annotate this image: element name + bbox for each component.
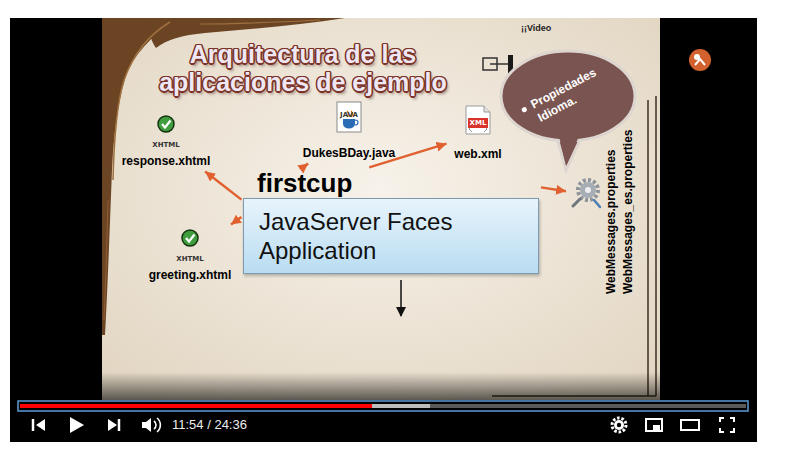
text-line: XHTML <box>122 133 211 151</box>
player-controls <box>614 420 624 430</box>
player-controls <box>20 404 372 408</box>
file-name: WebMessages_es.properties <box>621 129 636 294</box>
time-display: 11:54 / 24:36 <box>172 417 247 433</box>
player-controls <box>617 423 621 427</box>
xml-file-node: XML web.xml <box>450 106 505 162</box>
player-controls <box>70 417 84 433</box>
scaffold-sketch <box>647 100 649 396</box>
java-icon <box>337 102 361 132</box>
player-controls <box>10 372 757 400</box>
player-controls <box>18 401 748 411</box>
connector-arrow <box>541 187 566 191</box>
text-line: DukesBDay.java <box>303 143 396 161</box>
channel-logo <box>695 59 705 65</box>
properties-node: WebMessages.propertiesWebMessages_es.pro… <box>570 125 642 298</box>
channel-watermark: ¡¡Video <box>521 23 551 34</box>
file-name: WebMessages.properties <box>604 150 619 295</box>
box-text: JavaServer Faces Application <box>259 207 509 265</box>
text-line: JAVA <box>303 103 396 121</box>
scaffold-sketch <box>490 63 508 65</box>
box-heading: firstcup <box>243 168 539 198</box>
gear-icon <box>573 180 600 207</box>
file-type-tag: XHTML <box>176 255 203 263</box>
player-controls <box>154 418 160 432</box>
player-controls <box>36 419 45 431</box>
slide-title: Arquitectura de las aplicaciones de ejem… <box>123 40 483 96</box>
text-line: XHTML <box>149 247 232 265</box>
xhtml-icon <box>158 116 174 132</box>
file-type-tag: XHTML <box>152 141 179 149</box>
file-type-tag: JAVA <box>340 111 358 119</box>
gear-icon <box>578 180 598 200</box>
text-line: XML <box>454 111 501 129</box>
process-box: JavaServer Faces Application <box>243 198 539 274</box>
player-controls <box>646 419 662 431</box>
file-name: greeting.xhtml <box>149 268 232 282</box>
tree-illustration <box>104 200 108 320</box>
channel-logo <box>689 49 711 71</box>
flow-arrow <box>400 280 402 316</box>
player-controls <box>681 420 699 430</box>
file-name: response.xhtml <box>122 154 211 168</box>
connector-arrow <box>205 171 241 199</box>
player-controls <box>108 419 117 431</box>
tree-illustration <box>102 18 178 335</box>
java-file-node: JAVA DukesBDay.java <box>299 103 400 161</box>
file-type-tag: XML <box>468 118 489 128</box>
java-icon <box>343 119 355 129</box>
connector-arrow <box>304 163 308 166</box>
gear-icon <box>573 199 580 206</box>
connector-arrow <box>231 217 241 225</box>
gear-icon <box>594 200 600 207</box>
scaffold-sketch <box>655 96 657 396</box>
xhtml-icon <box>186 235 195 242</box>
bubble-tail <box>558 132 580 166</box>
slide-background <box>102 18 660 400</box>
file-name: web.xml <box>454 147 501 161</box>
player-controls <box>118 419 121 431</box>
xhtml-icon <box>158 116 174 132</box>
xhtml-file-node: XHTML greeting.xhtml <box>145 227 236 283</box>
callout-bubble: Propiedades Idioma. <box>498 48 638 144</box>
bullet-dot <box>521 106 528 113</box>
xml-icon <box>466 106 490 134</box>
xhtml-icon <box>182 230 198 246</box>
tree-illustration <box>200 20 320 24</box>
bubble-ellipse <box>501 51 635 141</box>
channel-logo <box>689 49 711 71</box>
player-controls <box>720 418 734 432</box>
java-icon <box>355 120 358 125</box>
xml-icon <box>484 106 490 112</box>
player-controls <box>20 404 430 408</box>
java-icon <box>337 102 361 132</box>
gear-icon <box>585 187 591 193</box>
player-controls <box>653 425 660 430</box>
application-box: firstcupJavaServer Faces Application <box>243 168 539 274</box>
text-line: web.xml <box>454 144 501 162</box>
xhtml-file-node: XHTML response.xhtml <box>118 113 215 169</box>
player-controls <box>10 372 757 433</box>
player-controls <box>612 418 626 432</box>
text-line: greeting.xhtml <box>149 265 232 283</box>
player-controls <box>142 418 151 432</box>
player-background <box>10 18 757 442</box>
player-controls <box>32 419 35 431</box>
xml-icon <box>466 106 490 134</box>
gear-icon <box>580 182 596 198</box>
file-name: DukesBDay.java <box>303 146 396 160</box>
xhtml-icon <box>182 230 198 246</box>
player-controls <box>20 404 746 408</box>
xhtml-icon <box>162 121 171 128</box>
text-line: response.xhtml <box>122 151 211 169</box>
